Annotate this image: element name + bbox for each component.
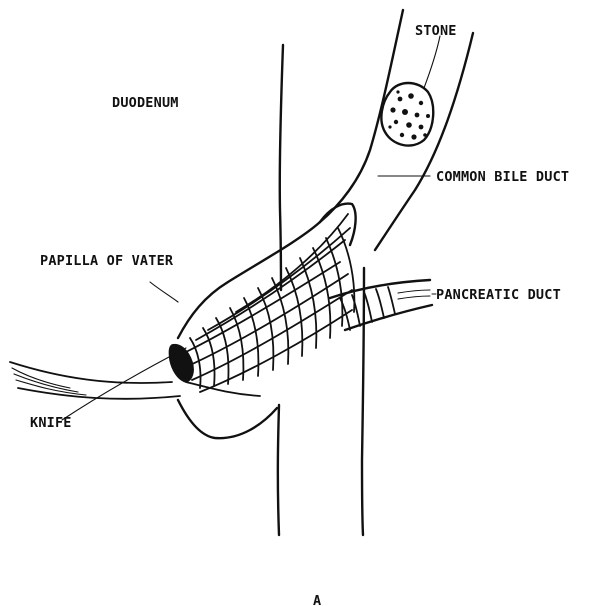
knife-leader xyxy=(62,348,186,420)
papilla-outline xyxy=(178,222,320,338)
stone-leader xyxy=(424,36,440,88)
papilla-lower-fold xyxy=(178,400,277,438)
duodenum-left-wall xyxy=(280,45,283,290)
pancreatic-duct-lumen-2 xyxy=(398,296,430,299)
pancreatic-duct-lumen-1 xyxy=(398,290,430,293)
catheter xyxy=(10,362,260,399)
label-common-bile-duct: COMMON BILE DUCT xyxy=(436,169,569,185)
papilla-leader xyxy=(150,282,178,302)
sphincter-hatching xyxy=(186,214,354,392)
label-knife: KNIFE xyxy=(30,415,72,431)
label-papilla-of-vater: PAPILLA OF VATER xyxy=(40,253,174,269)
bile-duct-left-wall xyxy=(320,10,403,222)
pancreatic-duct xyxy=(330,280,432,330)
figure-letter: A xyxy=(313,593,321,606)
catheter-tip-top xyxy=(186,382,260,396)
label-pancreatic-duct: PANCREATIC DUCT xyxy=(436,287,561,303)
duodenum-left-wall-lower xyxy=(278,405,279,535)
stone-texture xyxy=(388,90,430,139)
common-bile-duct xyxy=(320,10,473,250)
label-stone: STONE xyxy=(415,23,457,39)
catheter-upper-line xyxy=(10,362,172,383)
duodenum-right-wall xyxy=(362,268,364,535)
label-duodenum: DUODENUM xyxy=(112,95,179,111)
